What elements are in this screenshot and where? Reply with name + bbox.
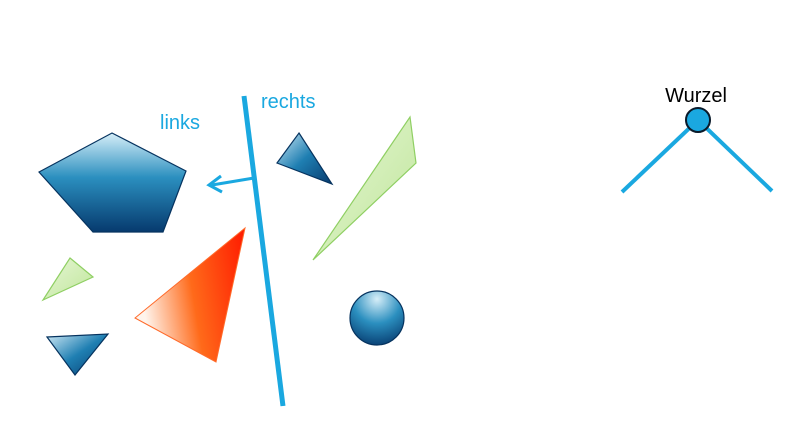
root-label: Wurzel	[665, 85, 727, 107]
label-left: links	[160, 112, 200, 134]
blue-circle	[349, 290, 405, 346]
red-triangle	[134, 226, 246, 363]
left-arrow-icon	[206, 174, 255, 194]
tree-branch-left	[620, 118, 700, 194]
green-triangle-small	[41, 257, 95, 302]
label-right: rechts	[261, 91, 315, 113]
tree-branch-right	[696, 118, 774, 193]
blue-triangle-upper	[276, 131, 334, 186]
pentagon-shape	[38, 132, 187, 233]
root-node	[685, 107, 711, 133]
tree-root: Wurzel	[620, 85, 774, 194]
divider-line	[241, 95, 286, 407]
blue-triangle-lower	[45, 333, 110, 376]
green-triangle-long	[312, 115, 417, 261]
